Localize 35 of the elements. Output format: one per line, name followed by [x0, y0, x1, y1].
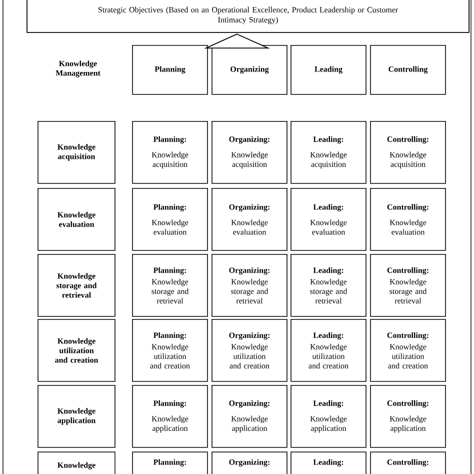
grid-cell: Controlling: Knowledge evaluation — [370, 188, 446, 251]
objectives-box: Strategic Objectives (Based on an Operational Excellence, Product Leadership or Customer Intimacy Strategy) — [26, 0, 470, 33]
grid-cell: Leading: Knowledge evaluation — [290, 188, 366, 251]
grid-cell: Planning: Knowledge acquisition — [132, 121, 208, 184]
process-box: Knowledge application — [38, 385, 116, 448]
grid-cell: Organizing: — [212, 452, 288, 474]
grid-cell: Organizing: Knowledge application — [212, 385, 288, 448]
grid-cell: Organizing: Knowledge storage and retrieval — [212, 254, 288, 317]
grid-cell: Planning: Knowledge evaluation — [132, 188, 208, 251]
grid-cell: Planning: — [132, 452, 208, 474]
grid-cell: Leading: — [290, 452, 366, 474]
grid-cell: Leading: Knowledge storage and retrieval — [290, 254, 366, 317]
function-box: Controlling — [370, 45, 446, 95]
grid-cell: Controlling: Knowledge utilization and creation — [370, 319, 446, 382]
grid-cell: Planning: Knowledge utilization and creation — [132, 319, 208, 382]
grid-cell: Controlling: Knowledge storage and retrieval — [370, 254, 446, 317]
function-box: Planning — [132, 45, 208, 95]
process-box: Knowledge evaluation — [38, 188, 116, 251]
grid-cell: Leading: Knowledge application — [290, 385, 366, 448]
grid-cell: Planning: Knowledge storage and retrieval — [132, 254, 208, 317]
grid-cell: Leading: Knowledge utilization and creation — [290, 319, 366, 382]
row-heading: Knowledge Management — [56, 60, 100, 78]
grid-cell: Leading: Knowledge acquisition — [290, 121, 366, 184]
process-box: Knowledge acquisition — [38, 121, 116, 184]
grid-cell: Controlling: Knowledge application — [370, 385, 446, 448]
grid-cell: Organizing: Knowledge acquisition — [212, 121, 288, 184]
process-box: Knowledge utilization and creation — [38, 319, 116, 382]
grid-cell: Controlling: — [370, 452, 446, 474]
process-box: Knowledge storage and retrieval — [38, 254, 116, 317]
grid-cell: Controlling: Knowledge acquisition — [370, 121, 446, 184]
function-box: Leading — [290, 45, 366, 95]
grid-cell: Planning: Knowledge application — [132, 385, 208, 448]
grid-cell: Organizing: Knowledge evaluation — [212, 188, 288, 251]
process-box: Knowledge — [38, 452, 116, 474]
grid-cell: Organizing: Knowledge utilization and creation — [212, 319, 288, 382]
